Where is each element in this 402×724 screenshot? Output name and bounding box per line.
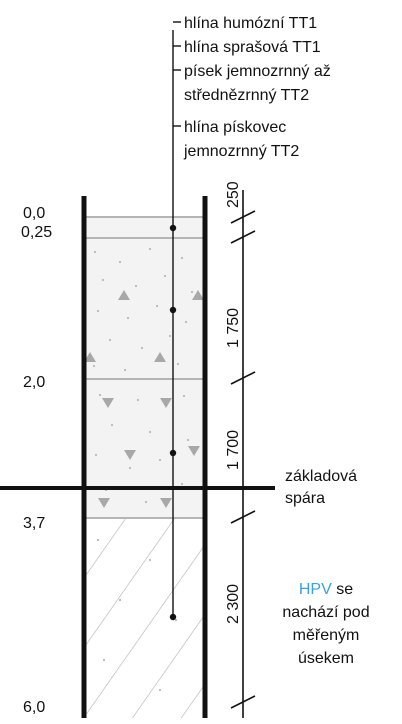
legend: hlína humózní TT1 hlína sprašová TT1 pís…	[183, 15, 331, 160]
foundation-label-line-1: základová	[285, 468, 357, 485]
depth-label-60: 6,0	[23, 699, 45, 716]
groundwater-note-line-4: úsekem	[298, 650, 354, 667]
sample-point	[169, 613, 177, 621]
layer-sandstone-hatch	[84, 518, 205, 718]
groundwater-note-line-2: nachází pod	[282, 604, 369, 621]
pit-walls	[81, 196, 208, 718]
groundwater-note: HPV se nachází pod měřeným úsekem	[282, 581, 369, 667]
dimension-chain	[230, 190, 256, 718]
legend-line-3b: střednězrnný TT2	[184, 87, 309, 104]
sample-point	[169, 224, 177, 232]
legend-line-4a: hlína pískovec	[184, 119, 286, 136]
depth-label-025: 0,25	[21, 224, 52, 241]
legend-line-4b: jemnozrnný TT2	[183, 143, 299, 160]
foundation-label-line-2: spára	[285, 490, 325, 507]
groundwater-note-line-1: HPV se	[299, 581, 353, 598]
gravel-marks	[84, 290, 204, 508]
sand-speckles	[92, 247, 194, 692]
dimension-label-2300: 2 300	[225, 584, 242, 624]
legend-line-1: hlína humózní TT1	[184, 15, 317, 32]
layer-loam-fill	[84, 218, 205, 518]
depth-label-20: 2,0	[23, 374, 45, 391]
legend-leaders	[173, 21, 181, 127]
sample-point	[169, 306, 177, 314]
legend-line-3a: písek jemnozrnný až	[184, 63, 331, 80]
depth-labels: 0,0 0,25 2,0 3,7 6,0	[21, 205, 52, 716]
sample-point	[169, 449, 177, 457]
legend-line-2: hlína sprašová TT1	[184, 39, 321, 56]
dimension-labels: 250 1 750 1 700 2 300	[225, 181, 242, 624]
groundwater-note-line-3: měřeným	[293, 627, 360, 644]
soil-layers	[84, 216, 205, 718]
dimension-label-250: 250	[225, 181, 242, 208]
foundation-label: základová spára	[285, 468, 357, 507]
dimension-ticks	[230, 210, 256, 709]
dimension-label-1700: 1 700	[225, 430, 242, 470]
sampling-probe	[169, 30, 177, 621]
groundwater-note-line-1-rest: se	[332, 581, 353, 598]
depth-label-0: 0,0	[23, 205, 45, 222]
groundwater-note-accent: HPV	[299, 581, 332, 598]
depth-label-37: 3,7	[23, 515, 45, 532]
dimension-label-1750: 1 750	[225, 308, 242, 348]
